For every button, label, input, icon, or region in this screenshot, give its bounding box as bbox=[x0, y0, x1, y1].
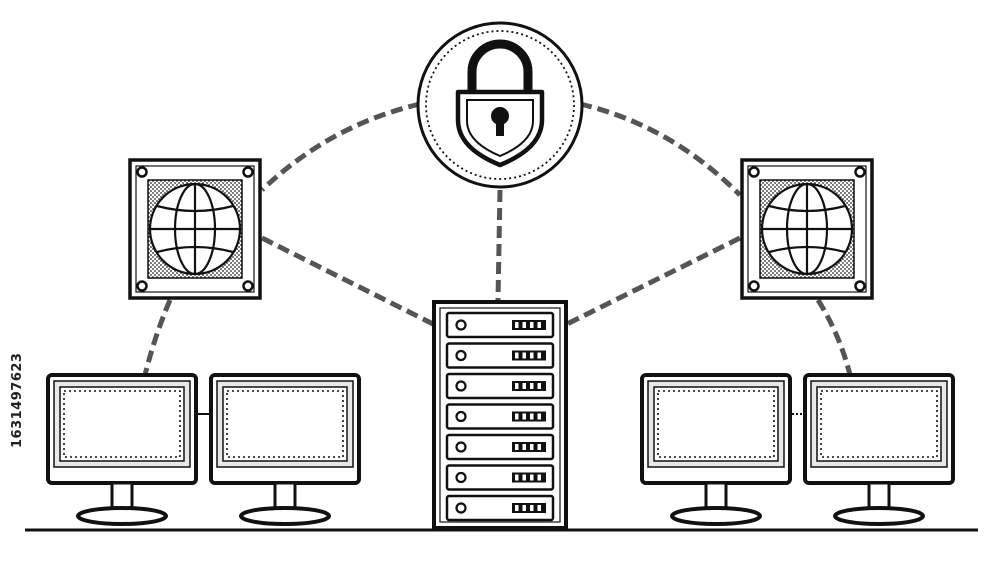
monitor-icon bbox=[803, 373, 955, 526]
right-globe-hub bbox=[740, 158, 874, 300]
server-units bbox=[445, 311, 555, 522]
drive-indicator bbox=[512, 350, 546, 361]
drive-indicator bbox=[512, 503, 546, 513]
connection-links bbox=[142, 101, 853, 376]
link-left-hub-to-server bbox=[260, 235, 437, 328]
link-lock-to-server bbox=[495, 189, 503, 301]
drive-indicator bbox=[512, 442, 546, 452]
drive-indicator bbox=[512, 411, 546, 422]
server-unit bbox=[445, 403, 555, 430]
monitor-icon bbox=[640, 373, 792, 526]
padlock-node bbox=[416, 21, 584, 189]
link-lock-to-right-hub bbox=[579, 101, 742, 197]
server-unit bbox=[445, 311, 555, 339]
server-unit bbox=[445, 494, 555, 522]
drive-indicator bbox=[512, 472, 546, 483]
monitors bbox=[46, 373, 955, 526]
drive-indicator bbox=[512, 381, 546, 391]
server-unit bbox=[445, 433, 555, 461]
link-left-hub-to-monitor bbox=[142, 299, 173, 376]
globe-icon bbox=[760, 182, 854, 276]
padlock-shield-icon bbox=[455, 39, 545, 168]
drive-indicator bbox=[512, 320, 546, 330]
server-rack bbox=[432, 300, 568, 530]
globe-icon bbox=[148, 182, 242, 276]
image-id-label: 1631497623 bbox=[10, 352, 25, 448]
left-globe-hub bbox=[128, 158, 262, 300]
link-lock-to-left-hub bbox=[260, 101, 421, 192]
monitor-icon bbox=[209, 373, 361, 526]
server-unit bbox=[445, 464, 555, 491]
server-unit bbox=[445, 342, 555, 369]
link-right-hub-to-monitor bbox=[815, 298, 853, 376]
link-right-hub-to-server bbox=[563, 235, 742, 328]
monitor-icon bbox=[46, 373, 198, 526]
server-unit bbox=[445, 372, 555, 400]
